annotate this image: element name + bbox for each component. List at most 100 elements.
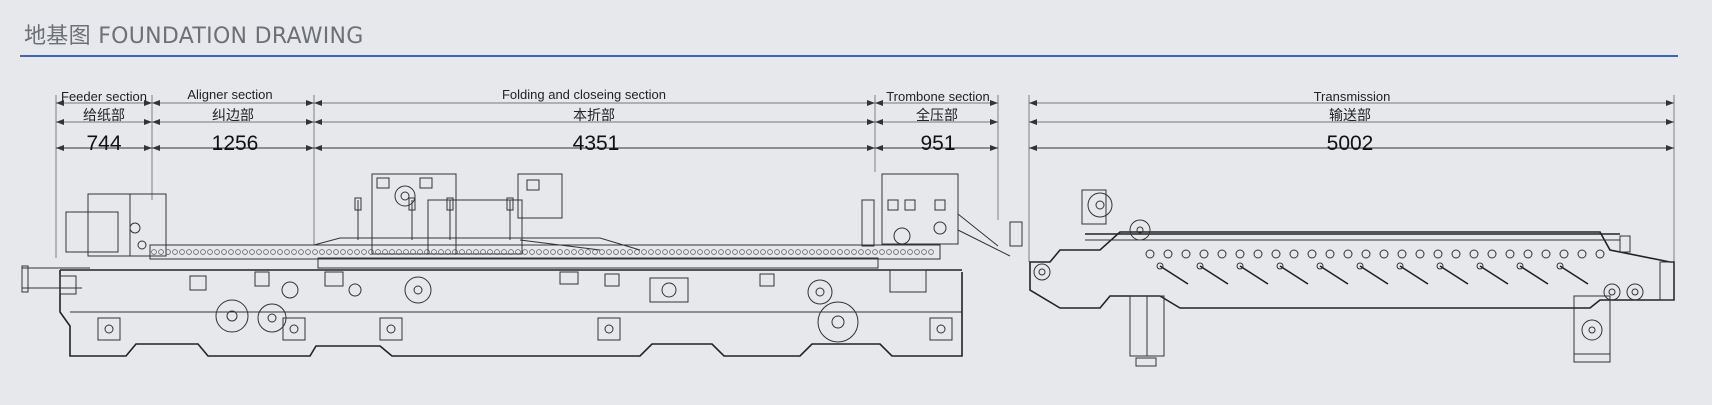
roller <box>900 249 906 255</box>
arm-pivot <box>1196 262 1204 270</box>
roller <box>690 249 696 255</box>
roller <box>228 249 234 255</box>
machine-feet <box>70 311 962 341</box>
roller <box>907 249 913 255</box>
roller <box>662 249 668 255</box>
pressure-arm <box>1479 265 1509 285</box>
roller <box>1163 249 1173 259</box>
roller <box>1271 249 1281 259</box>
roller <box>893 249 899 255</box>
roller <box>158 249 164 255</box>
page-title: 地基图 FOUNDATION DRAWING <box>24 24 364 49</box>
roller <box>347 249 353 255</box>
conveyor-rollers <box>151 249 934 255</box>
roller <box>221 249 227 255</box>
roller <box>557 249 563 255</box>
roller <box>760 249 766 255</box>
roller <box>235 249 241 255</box>
roller <box>844 249 850 255</box>
roller <box>732 249 738 255</box>
feeder-section-length: 744 <box>86 132 121 155</box>
roller <box>767 249 773 255</box>
roller <box>606 249 612 255</box>
roller <box>1235 249 1245 259</box>
roller <box>1577 249 1587 259</box>
arm-pivot <box>1396 262 1404 270</box>
transmission-section-label: Transmission <box>1314 89 1391 104</box>
trombone-unit <box>861 173 1023 293</box>
roller <box>928 249 934 255</box>
roller <box>1415 249 1425 259</box>
roller <box>214 249 220 255</box>
header-divider <box>20 55 1678 57</box>
trombone-section-cn-label: 全压部 <box>916 107 958 124</box>
transmission-section-length: 5002 <box>1327 132 1374 155</box>
roller <box>550 249 556 255</box>
roller <box>774 249 780 255</box>
roller <box>697 249 703 255</box>
conveyor-rail <box>149 244 941 260</box>
roller <box>788 249 794 255</box>
roller <box>1505 249 1515 259</box>
roller <box>781 249 787 255</box>
roller <box>746 249 752 255</box>
roller <box>858 249 864 255</box>
pressure-arm <box>1279 265 1309 285</box>
roller <box>200 249 206 255</box>
arm-pivot <box>1476 262 1484 270</box>
dimension-arrows <box>56 100 1674 151</box>
feeder-unit <box>21 193 167 295</box>
roller <box>830 249 836 255</box>
roller <box>1307 249 1317 259</box>
roller <box>1361 249 1371 259</box>
roller <box>522 249 528 255</box>
roller <box>1487 249 1497 259</box>
roller <box>354 249 360 255</box>
roller <box>284 249 290 255</box>
roller <box>648 249 654 255</box>
transmission-legs <box>1129 295 1611 367</box>
roller <box>725 249 731 255</box>
pressure-arm <box>1159 265 1189 285</box>
arm-pivot <box>1316 262 1324 270</box>
roller <box>795 249 801 255</box>
roller <box>242 249 248 255</box>
aligner-section-length: 1256 <box>212 132 259 155</box>
roller <box>669 249 675 255</box>
roller <box>879 249 885 255</box>
roller <box>655 249 661 255</box>
roller <box>165 249 171 255</box>
machine-base-frame <box>59 270 963 357</box>
roller <box>1397 249 1407 259</box>
roller <box>1559 249 1569 259</box>
roller <box>1181 249 1191 259</box>
roller <box>340 249 346 255</box>
roller <box>683 249 689 255</box>
roller <box>1145 249 1155 259</box>
pressure-arm <box>1519 265 1549 285</box>
pressure-arm <box>1319 265 1349 285</box>
roller <box>613 249 619 255</box>
roller <box>564 249 570 255</box>
roller <box>921 249 927 255</box>
transmission-section-cn-label: 输送部 <box>1329 108 1371 124</box>
roller <box>704 249 710 255</box>
pressure-arm <box>1359 265 1389 285</box>
transmission-machine <box>1029 189 1675 367</box>
aligner-section-label: Aligner section <box>187 87 272 102</box>
transmission-rollers <box>1145 249 1605 259</box>
roller <box>298 249 304 255</box>
transmission-drive <box>1033 189 1644 301</box>
drive-pulleys <box>189 271 859 343</box>
aligner-section-cn-label: 纠边部 <box>212 108 254 124</box>
roller <box>571 249 577 255</box>
roller <box>627 249 633 255</box>
roller <box>270 249 276 255</box>
roller <box>739 249 745 255</box>
roller <box>319 249 325 255</box>
roller <box>277 249 283 255</box>
roller <box>186 249 192 255</box>
roller <box>1523 249 1533 259</box>
roller <box>872 249 878 255</box>
